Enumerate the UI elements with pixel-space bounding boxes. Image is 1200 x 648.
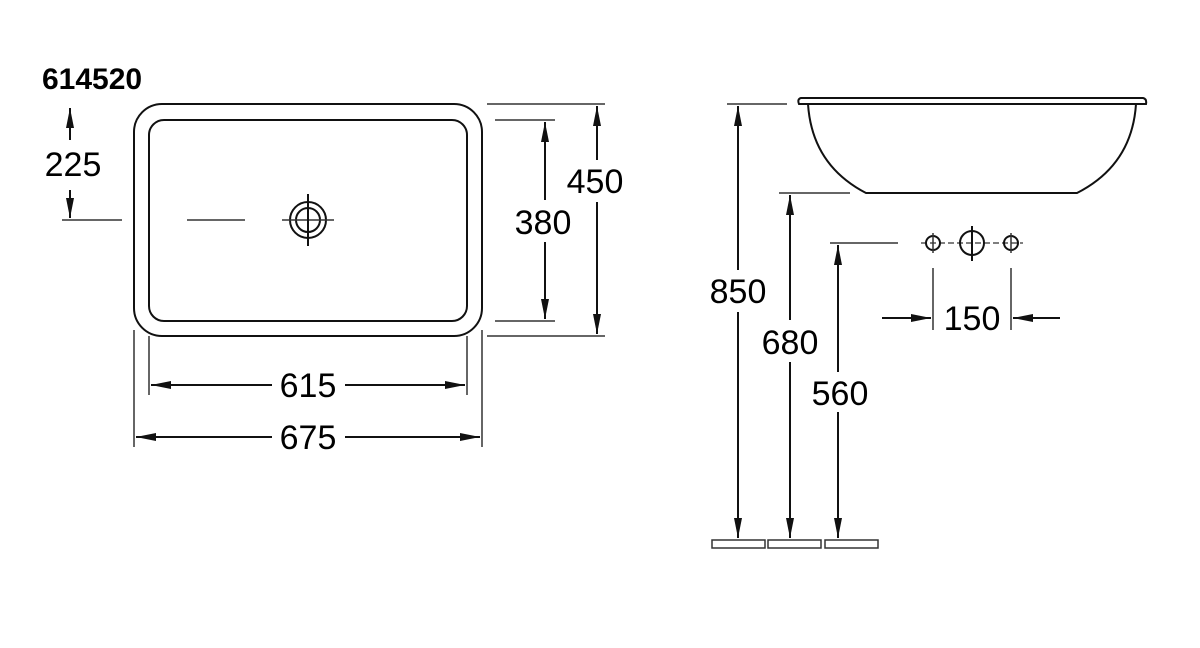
tap-holes [921, 226, 1023, 261]
dimension-label-225: 225 [45, 146, 102, 184]
dimension-675: 675 [133, 330, 483, 457]
basin-side-view [797, 97, 1148, 194]
dimension-380: 380 [495, 119, 572, 322]
floor-blocks [711, 539, 879, 549]
dimension-label-150: 150 [944, 300, 1001, 338]
dimension-label-380: 380 [515, 204, 572, 242]
basin-top-view [133, 103, 483, 337]
dimension-label-850: 850 [710, 273, 767, 311]
tap-hole-center-icon [959, 226, 985, 261]
drain-icon [282, 194, 334, 246]
basin-rim [797, 97, 1148, 105]
dimension-225: 225 [45, 108, 122, 221]
dimension-label-680: 680 [762, 324, 819, 362]
dimension-680: 680 [762, 192, 850, 538]
dimension-label-675: 675 [280, 419, 337, 457]
basin-inner-outline [148, 119, 468, 322]
basin-outer-outline [133, 103, 483, 337]
dimension-615: 615 [148, 336, 468, 405]
dimension-label-450: 450 [567, 163, 624, 201]
product-code: 614520 [42, 63, 142, 96]
dimension-label-560: 560 [812, 375, 869, 413]
dimension-150: 150 [882, 268, 1060, 338]
dimension-560: 560 [812, 242, 898, 538]
basin-bowl [807, 103, 1137, 194]
tap-hole-left-icon [925, 233, 941, 253]
dimension-450: 450 [487, 103, 624, 337]
dimension-label-615: 615 [280, 367, 337, 405]
dimension-850: 850 [710, 103, 787, 538]
tap-hole-right-icon [1003, 233, 1019, 253]
